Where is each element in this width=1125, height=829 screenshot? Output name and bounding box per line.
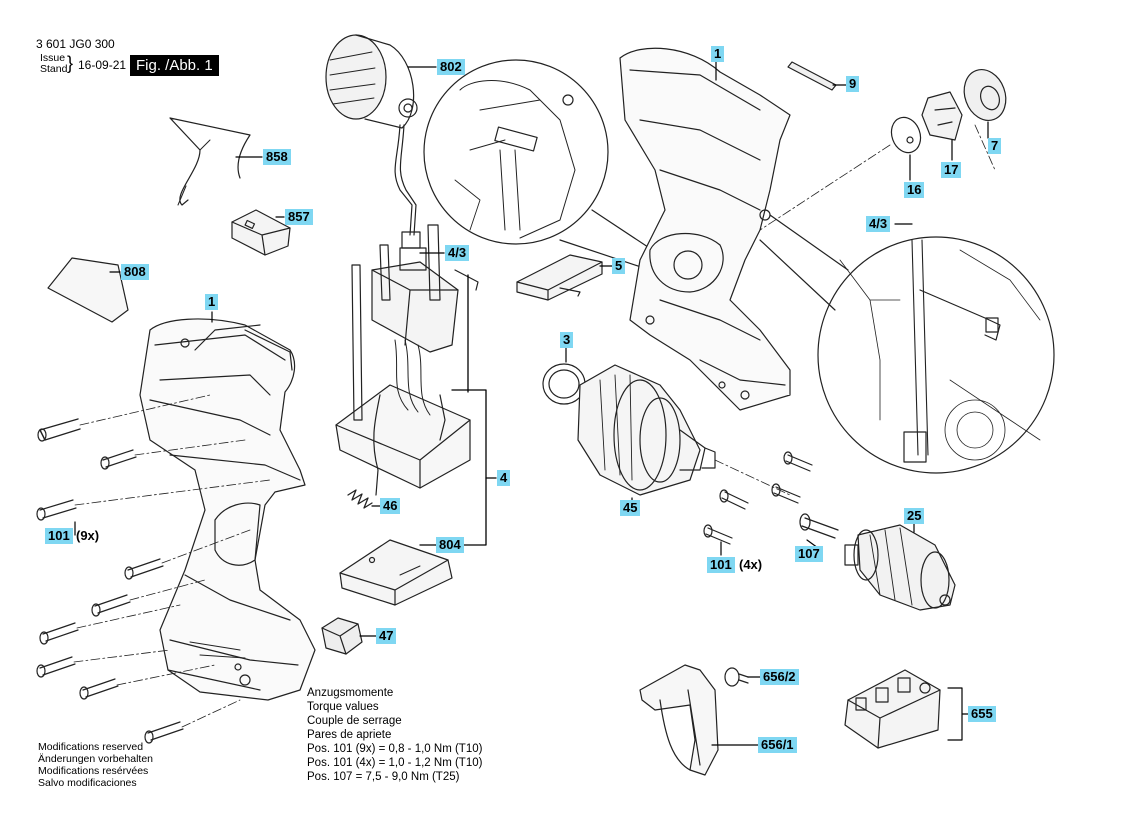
note-es: Salvo modificaciones bbox=[38, 777, 137, 789]
torque-value-101-9x: Pos. 101 (9x) = 0,8 - 1,0 Nm (T10) bbox=[307, 743, 483, 755]
plate-804-drawing bbox=[339, 539, 453, 606]
callout-804: 804 bbox=[436, 537, 464, 553]
gearbox-45-drawing bbox=[577, 364, 791, 496]
note-de: Änderungen vorbehalten bbox=[38, 753, 154, 765]
torque-title-de: Anzugsmomente bbox=[307, 687, 394, 699]
quantity-101-right: (4x) bbox=[739, 557, 763, 572]
callout-7: 7 bbox=[988, 138, 1002, 154]
torque-value-107: Pos. 107 = 7,5 - 9,0 Nm (T25) bbox=[307, 771, 460, 783]
wire-clip-858-drawing bbox=[169, 117, 251, 206]
callout-857: 857 bbox=[285, 209, 313, 225]
chuck-25-drawing bbox=[844, 524, 956, 611]
screws-101-left bbox=[36, 394, 271, 744]
callout-101-left: 101 bbox=[45, 528, 73, 544]
doc-number: 3 601 JG0 300 bbox=[36, 37, 115, 51]
callout-4: 4 bbox=[497, 470, 511, 486]
note-en: Modifications reserved bbox=[38, 741, 144, 753]
callout-1-left: 1 bbox=[205, 294, 219, 310]
callout-1-right: 1 bbox=[711, 46, 725, 62]
pin-9-drawing bbox=[787, 61, 837, 91]
torque-title-fr: Couple de serrage bbox=[307, 715, 402, 727]
figure-title: Fig. /Abb. 1 bbox=[130, 55, 219, 76]
electronics-module-drawing bbox=[335, 224, 479, 496]
callout-656-2: 656/2 bbox=[760, 669, 799, 685]
issue-label: Issue bbox=[40, 52, 66, 64]
callout-4-3-mid: 4/3 bbox=[445, 245, 470, 261]
torque-title-en: Torque values bbox=[307, 701, 379, 713]
part-857-drawing bbox=[231, 209, 291, 256]
note-fr: Modifications resérvées bbox=[38, 765, 149, 777]
torque-title-es: Pares de apriete bbox=[307, 729, 392, 741]
issue-date: 16-09-21 bbox=[78, 58, 127, 72]
callout-101-right: 101 bbox=[707, 557, 735, 573]
parts-7-17-16-drawing bbox=[759, 69, 1007, 231]
slider-5-drawing bbox=[516, 254, 603, 301]
housing-right-drawing bbox=[619, 47, 791, 411]
sheet-808-drawing bbox=[47, 257, 129, 323]
callout-9: 9 bbox=[846, 76, 860, 92]
callout-802: 802 bbox=[437, 59, 465, 75]
callout-47: 47 bbox=[376, 628, 397, 644]
callout-25: 25 bbox=[904, 508, 925, 524]
callout-16: 16 bbox=[904, 182, 925, 198]
callout-5: 5 bbox=[612, 258, 626, 274]
callout-4-3-right: 4/3 bbox=[866, 216, 891, 232]
screws-right-drawing bbox=[703, 451, 839, 545]
bit-holder-655-drawing bbox=[844, 669, 941, 749]
callout-808: 808 bbox=[121, 264, 149, 280]
torque-value-101-4x: Pos. 101 (4x) = 1,0 - 1,2 Nm (T10) bbox=[307, 757, 483, 769]
callout-45: 45 bbox=[620, 500, 641, 516]
quantity-101-left: (9x) bbox=[76, 528, 100, 543]
cap-47-drawing bbox=[321, 617, 363, 655]
callout-656-1: 656/1 bbox=[758, 737, 797, 753]
belt-clip-656-drawing bbox=[639, 664, 749, 776]
callout-3: 3 bbox=[560, 332, 574, 348]
callout-107: 107 bbox=[795, 546, 823, 562]
callout-17: 17 bbox=[941, 162, 962, 178]
motor-802-drawing bbox=[325, 34, 421, 249]
detail-circle-left bbox=[423, 59, 661, 271]
housing-left-drawing bbox=[139, 318, 316, 701]
washer-3-drawing bbox=[542, 363, 586, 405]
issue-brace: } bbox=[67, 53, 74, 73]
callout-858: 858 bbox=[263, 149, 291, 165]
detail-circle-right bbox=[759, 214, 1055, 474]
callout-46: 46 bbox=[380, 498, 401, 514]
spring-46-drawing bbox=[347, 489, 373, 509]
stand-label: Stand bbox=[40, 63, 68, 75]
callout-655: 655 bbox=[968, 706, 996, 722]
